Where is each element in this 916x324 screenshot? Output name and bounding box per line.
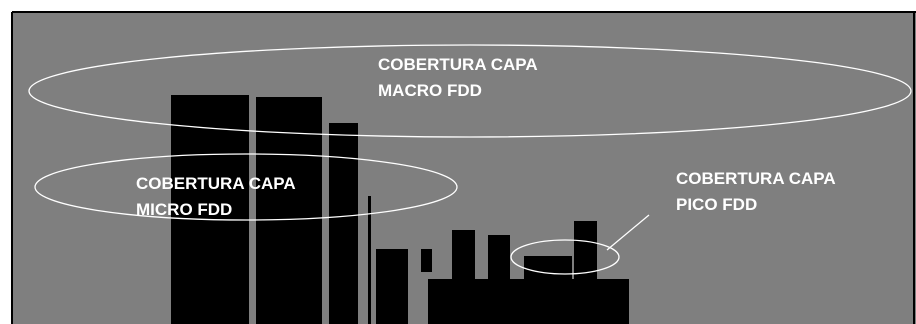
pico-label-line1: COBERTURA CAPA [676, 169, 836, 188]
micro-label-line1: COBERTURA CAPA [136, 174, 296, 193]
building-low-2 [452, 230, 475, 290]
pico-pointer-line [606, 214, 650, 251]
city-skyline [171, 95, 629, 324]
macro-label-line2: MACRO FDD [378, 81, 482, 100]
building-low-3 [488, 235, 510, 290]
micro-coverage-ellipse [34, 153, 458, 221]
building-low-1 [376, 249, 408, 324]
building-tall-2 [256, 97, 322, 324]
micro-label-line2: MICRO FDD [136, 200, 232, 219]
pico-coverage-ellipse [510, 239, 620, 275]
building-medium-1 [329, 123, 358, 324]
building-low-5 [574, 221, 597, 290]
building-tall-1 [171, 95, 249, 324]
macro-label-line1: COBERTURA CAPA [378, 55, 538, 74]
antenna-mast [368, 196, 371, 324]
building-small-1 [421, 249, 432, 272]
pico-label-line2: PICO FDD [676, 195, 757, 214]
macro-coverage-ellipse [28, 44, 912, 138]
